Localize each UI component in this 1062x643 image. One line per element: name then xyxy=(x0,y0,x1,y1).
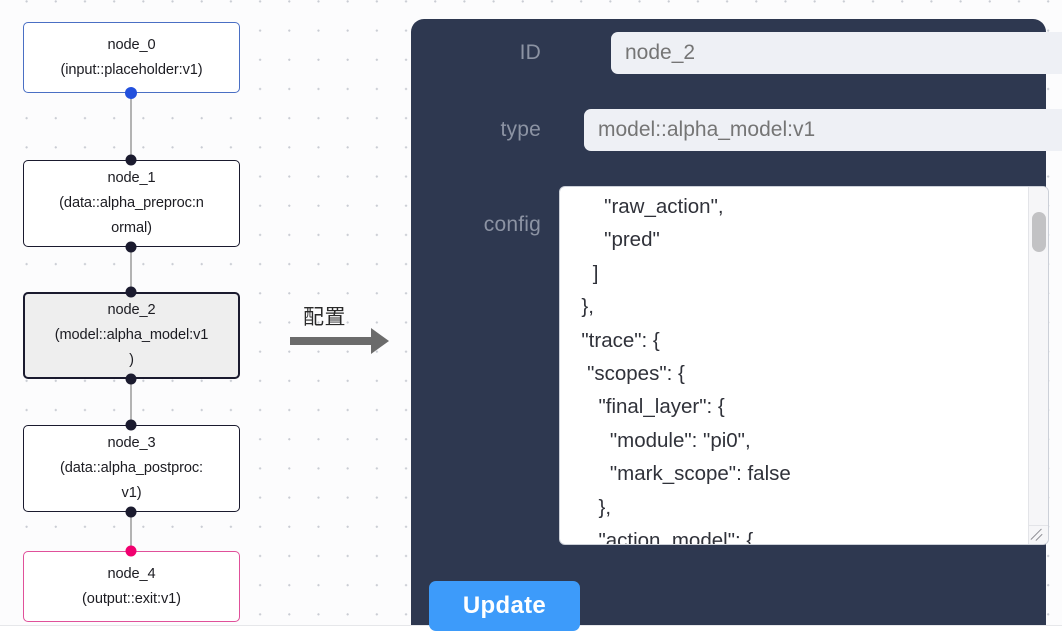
graph-node-id: node_3 xyxy=(107,435,156,451)
graph-node-node_4[interactable]: node_4 (output::exit:v1) xyxy=(23,551,240,622)
graph-node-node_3[interactable]: node_3 (data::alpha_postproc: v1) xyxy=(23,425,240,512)
config-scrollbar-track[interactable] xyxy=(1028,187,1048,528)
graph-node-id: node_2 xyxy=(107,302,156,318)
graph-node-type-line2: ormal) xyxy=(111,220,152,236)
annotation-arrow-shaft xyxy=(290,337,372,345)
graph-node-node_0[interactable]: node_0 (input::placeholder:v1) xyxy=(23,22,240,93)
annotation-label: 配置 xyxy=(303,306,346,329)
id-field-label: ID xyxy=(519,41,541,64)
field-row-type: type xyxy=(444,109,1062,151)
update-button[interactable]: Update xyxy=(429,581,580,631)
graph-node-label: node_3 (data::alpha_postproc: v1) xyxy=(31,431,232,506)
port-node_3-out[interactable] xyxy=(125,506,137,518)
graph-node-node_2[interactable]: node_2 (model::alpha_model:v1 ) xyxy=(23,292,240,379)
node-inspector-panel: ID type config Update xyxy=(411,19,1062,631)
config-scrollbar-thumb[interactable] xyxy=(1032,212,1046,252)
graph-node-type-line1: (model::alpha_model:v1 xyxy=(54,327,209,343)
graph-node-type: (output::exit:v1) xyxy=(82,590,181,607)
graph-node-label: node_2 (model::alpha_model:v1 ) xyxy=(32,298,231,373)
graph-node-id: node_0 xyxy=(107,36,156,53)
config-textarea[interactable] xyxy=(560,187,1030,544)
graph-node-label: node_0 (input::placeholder:v1) xyxy=(31,33,232,83)
graph-node-label: node_4 (output::exit:v1) xyxy=(31,562,232,612)
config-resize-handle[interactable] xyxy=(1028,525,1048,544)
graph-node-label: node_1 (data::alpha_preproc:n ormal) xyxy=(31,166,232,241)
port-node_2-in[interactable] xyxy=(125,286,137,298)
edge-node0-node1 xyxy=(130,93,132,160)
graph-node-id: node_1 xyxy=(107,170,156,186)
id-input[interactable] xyxy=(611,32,1062,74)
annotation-arrow-head xyxy=(371,328,389,354)
config-textarea-wrapper xyxy=(559,186,1049,545)
port-node_1-out[interactable] xyxy=(125,241,137,253)
field-row-id: ID xyxy=(471,32,1062,74)
port-node_1-in[interactable] xyxy=(125,154,137,166)
graph-node-type-line2: ) xyxy=(129,352,134,368)
type-field-label: type xyxy=(500,118,541,141)
graph-node-id: node_4 xyxy=(107,565,156,582)
graph-node-node_1[interactable]: node_1 (data::alpha_preproc:n ormal) xyxy=(23,160,240,247)
graph-node-type-line1: (data::alpha_postproc: xyxy=(59,460,204,476)
port-node_0-out[interactable] xyxy=(125,87,137,99)
graph-node-type-line1: (data::alpha_preproc:n xyxy=(59,195,204,211)
type-input[interactable] xyxy=(584,109,1062,151)
graph-node-type-line2: v1) xyxy=(121,485,142,501)
port-node_4-in[interactable] xyxy=(125,545,137,557)
edge-node1-node2 xyxy=(130,247,132,314)
config-field-label: config xyxy=(483,213,541,236)
edge-node2-node3 xyxy=(130,379,132,446)
port-node_2-out[interactable] xyxy=(125,373,137,385)
field-row-config: config xyxy=(419,186,1049,545)
graph-node-type: (input::placeholder:v1) xyxy=(60,61,203,78)
port-node_3-in[interactable] xyxy=(125,419,137,431)
